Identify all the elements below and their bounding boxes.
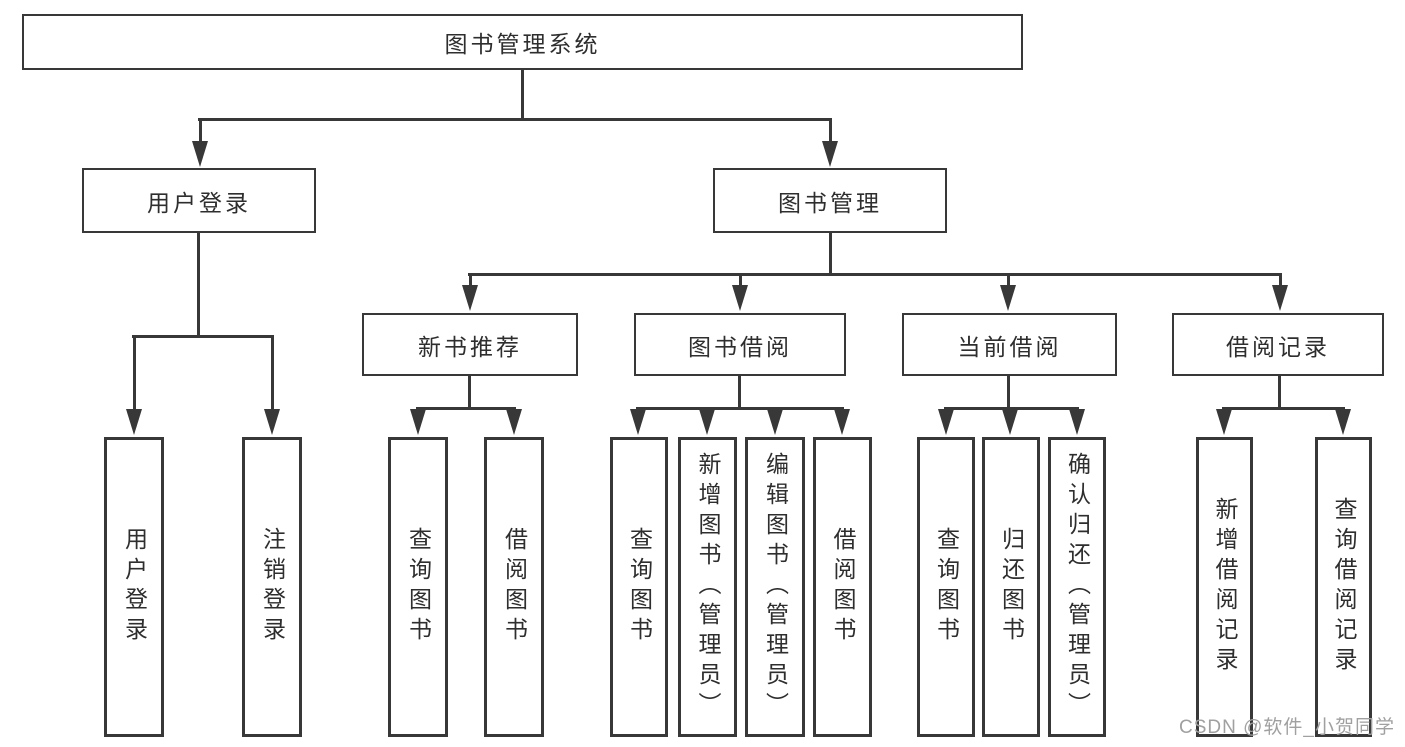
node-label: 新增图书（管理员） [695, 452, 721, 722]
csdn-watermark: CSDN @软件_小贺同学 [1179, 717, 1395, 738]
connector-arrow-stem [945, 407, 948, 409]
node-label: 用户登录 [147, 189, 251, 216]
connector-line-vertical [521, 70, 524, 118]
node-label: 图书管理系统 [444, 31, 601, 57]
node-book-management: 图书管理 [713, 168, 947, 233]
node-label: 图书借阅 [688, 333, 792, 360]
node-label: 查询图书 [626, 527, 653, 647]
node-label: 查询图书 [405, 527, 432, 647]
connector-arrow-stem [706, 407, 709, 409]
arrow-down-icon [264, 409, 280, 435]
node-label: 查询图书 [933, 527, 960, 647]
node-label: 借阅图书 [501, 527, 528, 647]
connector-line-horizontal [416, 407, 515, 410]
arrow-down-icon [1335, 409, 1351, 435]
node-label: 用户登录 [121, 527, 148, 647]
connector-arrow-stem [829, 118, 832, 141]
leaf-query-borrow-record: 查询借阅记录 [1315, 437, 1372, 737]
connector-arrow-stem [513, 407, 516, 409]
connector-arrow-stem [1076, 407, 1079, 409]
connector-line-vertical [1278, 376, 1281, 407]
node-label: 注销登录 [259, 527, 286, 647]
arrow-down-icon [767, 409, 783, 435]
arrow-down-icon [410, 409, 426, 435]
leaf-add-borrow-record: 新增借阅记录 [1196, 437, 1253, 737]
leaf-query-books-borrowing: 查询图书 [610, 437, 668, 737]
connector-arrow-stem [271, 335, 274, 409]
connector-arrow-stem [1223, 407, 1226, 409]
connector-line-vertical [738, 376, 741, 407]
node-label: 归还图书 [998, 527, 1025, 647]
arrow-down-icon [1216, 409, 1232, 435]
node-user-login: 用户登录 [82, 168, 316, 233]
node-label: 当前借阅 [957, 333, 1062, 360]
leaf-borrow-books-recommend: 借阅图书 [484, 437, 544, 737]
connector-line-horizontal [132, 335, 273, 338]
leaf-logout: 注销登录 [242, 437, 302, 737]
node-label: 新书推荐 [418, 333, 522, 360]
arrow-down-icon [192, 141, 208, 167]
connector-arrow-stem [469, 273, 472, 285]
node-label: 新增借阅记录 [1212, 497, 1238, 677]
node-new-book-recommendation: 新书推荐 [362, 313, 578, 376]
connector-line-horizontal [468, 273, 1281, 276]
arrow-down-icon [630, 409, 646, 435]
node-label: 借阅记录 [1226, 333, 1330, 360]
connector-line-horizontal [636, 407, 844, 410]
leaf-query-books-recommend: 查询图书 [388, 437, 448, 737]
connector-arrow-stem [199, 118, 202, 141]
leaf-query-books-current: 查询图书 [917, 437, 975, 737]
connector-arrow-stem [774, 407, 777, 409]
leaf-edit-book-admin: 编辑图书（管理员） [745, 437, 805, 737]
node-label: 图书管理 [778, 189, 882, 216]
arrow-down-icon [462, 285, 478, 311]
leaf-borrow-books-borrowing: 借阅图书 [813, 437, 872, 737]
leaf-add-book-admin: 新增图书（管理员） [678, 437, 737, 737]
leaf-confirm-return-admin: 确认归还（管理员） [1048, 437, 1106, 737]
arrow-down-icon [1002, 409, 1018, 435]
node-label: 借阅图书 [830, 527, 856, 647]
connector-arrow-stem [1009, 407, 1012, 409]
node-label: 查询借阅记录 [1331, 497, 1357, 677]
node-current-borrowing: 当前借阅 [902, 313, 1117, 376]
connector-arrow-stem [1007, 273, 1010, 285]
connector-arrow-stem [739, 273, 742, 285]
arrow-down-icon [938, 409, 954, 435]
connector-arrow-stem [133, 335, 136, 409]
arrow-down-icon [834, 409, 850, 435]
node-label: 编辑图书（管理员） [762, 452, 789, 722]
arrow-down-icon [1000, 285, 1016, 311]
node-book-borrowing: 图书借阅 [634, 313, 846, 376]
connector-line-vertical [197, 233, 200, 335]
connector-line-vertical [1007, 376, 1010, 407]
connector-line-vertical [829, 233, 832, 273]
arrow-down-icon [506, 409, 522, 435]
arrow-down-icon [1272, 285, 1288, 311]
leaf-user-login: 用户登录 [104, 437, 164, 737]
arrow-down-icon [1069, 409, 1085, 435]
connector-arrow-stem [417, 407, 420, 409]
arrow-down-icon [126, 409, 142, 435]
leaf-return-books: 归还图书 [982, 437, 1040, 737]
connector-arrow-stem [637, 407, 640, 409]
connector-arrow-stem [1342, 407, 1345, 409]
arrow-down-icon [822, 141, 838, 167]
connector-line-horizontal [198, 118, 832, 121]
node-root-library-management-system: 图书管理系统 [22, 14, 1023, 70]
arrow-down-icon [732, 285, 748, 311]
node-label: 确认归还（管理员） [1064, 452, 1091, 722]
connector-line-vertical [468, 376, 471, 407]
connector-arrow-stem [1279, 273, 1282, 285]
arrow-down-icon [699, 409, 715, 435]
node-borrowing-records: 借阅记录 [1172, 313, 1384, 376]
connector-arrow-stem [841, 407, 844, 409]
connector-line-horizontal [1222, 407, 1345, 410]
